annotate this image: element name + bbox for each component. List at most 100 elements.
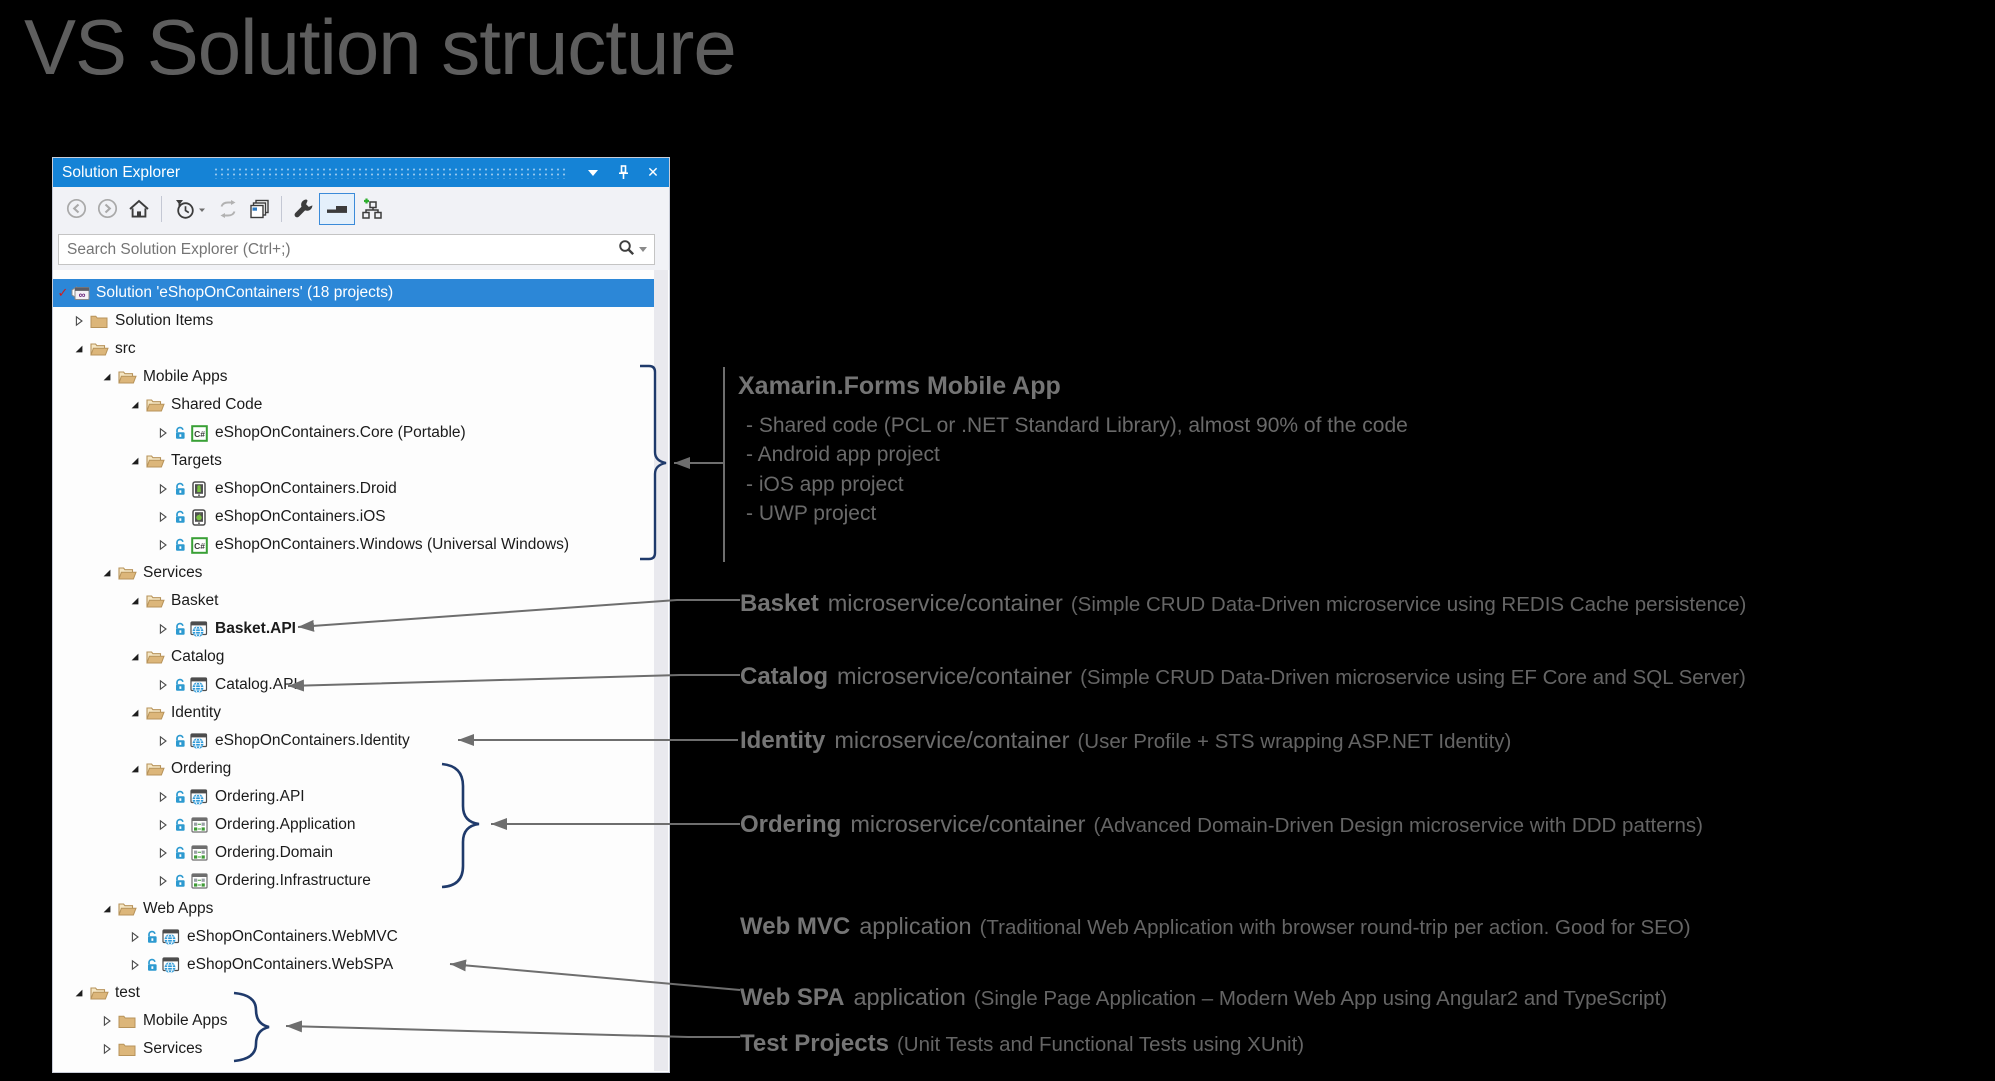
- home-icon[interactable]: [123, 194, 155, 224]
- tree-item-eshoponcontainers-droid[interactable]: eShopOnContainers.Droid: [53, 475, 654, 503]
- expander-collapsed-icon[interactable]: [127, 931, 142, 943]
- expander-collapsed-icon[interactable]: [155, 539, 170, 551]
- expander-collapsed-icon[interactable]: [99, 1043, 114, 1055]
- expander-collapsed-icon[interactable]: [155, 679, 170, 691]
- expander-collapsed-icon[interactable]: [155, 847, 170, 859]
- tree-item-solution-eshoponcontainers-18-projects[interactable]: ✓∞Solution 'eShopOnContainers' (18 proje…: [53, 279, 654, 307]
- tree-item-eshoponcontainers-windows-universal-windows[interactable]: C#eShopOnContainers.Windows (Universal W…: [53, 531, 654, 559]
- annotation-subheading: microservice/container: [834, 727, 1070, 753]
- expander-expanded-icon[interactable]: [99, 903, 114, 915]
- tree-item-basket-api[interactable]: Basket.API: [53, 615, 654, 643]
- tree-item-identity[interactable]: Identity: [53, 699, 654, 727]
- expander-expanded-icon[interactable]: [127, 651, 142, 663]
- collapse-all-icon[interactable]: [244, 194, 275, 224]
- expander-expanded-icon[interactable]: [127, 595, 142, 607]
- folder-open-icon: [117, 370, 137, 385]
- filter-clock-icon[interactable]: [168, 194, 212, 224]
- tree-item-ordering-infrastructure[interactable]: Ordering.Infrastructure: [53, 867, 654, 895]
- folder-open-icon: [145, 398, 165, 413]
- expander-expanded-icon[interactable]: [71, 987, 86, 999]
- tree-item-label: src: [115, 340, 136, 357]
- classlib-icon: [189, 873, 209, 889]
- tree-item-mobile-apps[interactable]: Mobile Apps: [53, 1007, 654, 1035]
- show-all-files-icon[interactable]: [355, 194, 389, 224]
- search-options-chevron-icon[interactable]: [639, 247, 647, 252]
- expander-collapsed-icon[interactable]: [155, 427, 170, 439]
- expander-collapsed-icon[interactable]: [155, 875, 170, 887]
- lock-icon: [173, 622, 187, 636]
- tree-item-label: eShopOnContainers.Windows (Universal Win…: [215, 536, 570, 553]
- pin-icon[interactable]: [615, 165, 631, 181]
- tree-item-basket[interactable]: Basket: [53, 587, 654, 615]
- tree-item-eshoponcontainers-ios[interactable]: eShopOnContainers.iOS: [53, 503, 654, 531]
- tree-item-label: test: [115, 984, 140, 1001]
- expander-collapsed-icon[interactable]: [127, 959, 142, 971]
- lock-icon: [173, 538, 187, 552]
- tree-item-mobile-apps[interactable]: Mobile Apps: [53, 363, 654, 391]
- properties-wrench-icon[interactable]: [288, 194, 319, 224]
- web-icon: [189, 676, 209, 694]
- tree-item-eshoponcontainers-webmvc[interactable]: eShopOnContainers.WebMVC: [53, 923, 654, 951]
- back-icon[interactable]: [61, 194, 92, 224]
- expander-expanded-icon[interactable]: [127, 763, 142, 775]
- window-position-chevron-icon[interactable]: [585, 165, 601, 181]
- tree-item-targets[interactable]: Targets: [53, 447, 654, 475]
- lock-icon: [173, 426, 187, 440]
- web-icon: [189, 732, 209, 750]
- expander-expanded-icon[interactable]: [127, 455, 142, 467]
- expander-collapsed-icon[interactable]: [155, 511, 170, 523]
- checked-out-icon: ✓: [57, 285, 69, 300]
- expander-collapsed-icon[interactable]: [155, 623, 170, 635]
- expander-collapsed-icon[interactable]: [155, 483, 170, 495]
- annotation-subheading: microservice/container: [837, 663, 1073, 689]
- scrollbar-track: [654, 270, 668, 1071]
- expander-expanded-icon[interactable]: [99, 371, 114, 383]
- expander-collapsed-icon[interactable]: [155, 791, 170, 803]
- annotation-detail: (Simple CRUD Data-Driven microservice us…: [1080, 666, 1746, 689]
- annotation-subheading: application: [853, 984, 966, 1010]
- expander-collapsed-icon[interactable]: [71, 315, 86, 327]
- folder-open-icon: [117, 902, 137, 917]
- panel-titlebar[interactable]: Solution Explorer ✕: [53, 158, 669, 187]
- tree-item-ordering[interactable]: Ordering: [53, 755, 654, 783]
- tree-item-catalog[interactable]: Catalog: [53, 643, 654, 671]
- expander-collapsed-icon[interactable]: [99, 1015, 114, 1027]
- tree-item-services[interactable]: Services: [53, 1035, 654, 1063]
- annotation-heading: Identity: [740, 727, 826, 754]
- search-icon[interactable]: [618, 239, 635, 261]
- tree-item-web-apps[interactable]: Web Apps: [53, 895, 654, 923]
- tree-item-label: Ordering.Application: [215, 816, 356, 833]
- tree-item-catalog-api[interactable]: Catalog.API: [53, 671, 654, 699]
- sync-active-document-icon[interactable]: [212, 194, 244, 224]
- expander-expanded-icon[interactable]: [71, 343, 86, 355]
- tree-item-eshoponcontainers-webspa[interactable]: eShopOnContainers.WebSPA: [53, 951, 654, 979]
- tree-item-eshoponcontainers-identity[interactable]: eShopOnContainers.Identity: [53, 727, 654, 755]
- tree-item-shared-code[interactable]: Shared Code: [53, 391, 654, 419]
- lock-icon: [173, 678, 187, 692]
- titlebar-drag-texture: [213, 166, 569, 179]
- preview-selected-icon[interactable]: [319, 192, 355, 225]
- tree-item-services[interactable]: Services: [53, 559, 654, 587]
- tree-item-label: eShopOnContainers.WebMVC: [187, 928, 398, 945]
- annotation-heading: Web MVC: [740, 913, 851, 940]
- annotation-xamarin-bullet: - Android app project: [746, 443, 940, 466]
- close-icon[interactable]: ✕: [647, 164, 659, 180]
- tree-item-ordering-domain[interactable]: Ordering.Domain: [53, 839, 654, 867]
- expander-expanded-icon[interactable]: [99, 567, 114, 579]
- expander-collapsed-icon[interactable]: [155, 735, 170, 747]
- expander-collapsed-icon[interactable]: [155, 819, 170, 831]
- forward-icon[interactable]: [92, 194, 123, 224]
- tree-item-solution-items[interactable]: Solution Items: [53, 307, 654, 335]
- search-input[interactable]: [59, 239, 618, 260]
- search-box: [58, 234, 655, 265]
- tree-item-ordering-application[interactable]: Ordering.Application: [53, 811, 654, 839]
- tree-item-src[interactable]: src: [53, 335, 654, 363]
- expander-expanded-icon[interactable]: [127, 707, 142, 719]
- tree-item-eshoponcontainers-core-portable[interactable]: C#eShopOnContainers.Core (Portable): [53, 419, 654, 447]
- tree-item-ordering-api[interactable]: Ordering.API: [53, 783, 654, 811]
- expander-expanded-icon[interactable]: [127, 399, 142, 411]
- annotation-subheading: microservice/container: [827, 590, 1063, 616]
- tree-item-test[interactable]: test: [53, 979, 654, 1007]
